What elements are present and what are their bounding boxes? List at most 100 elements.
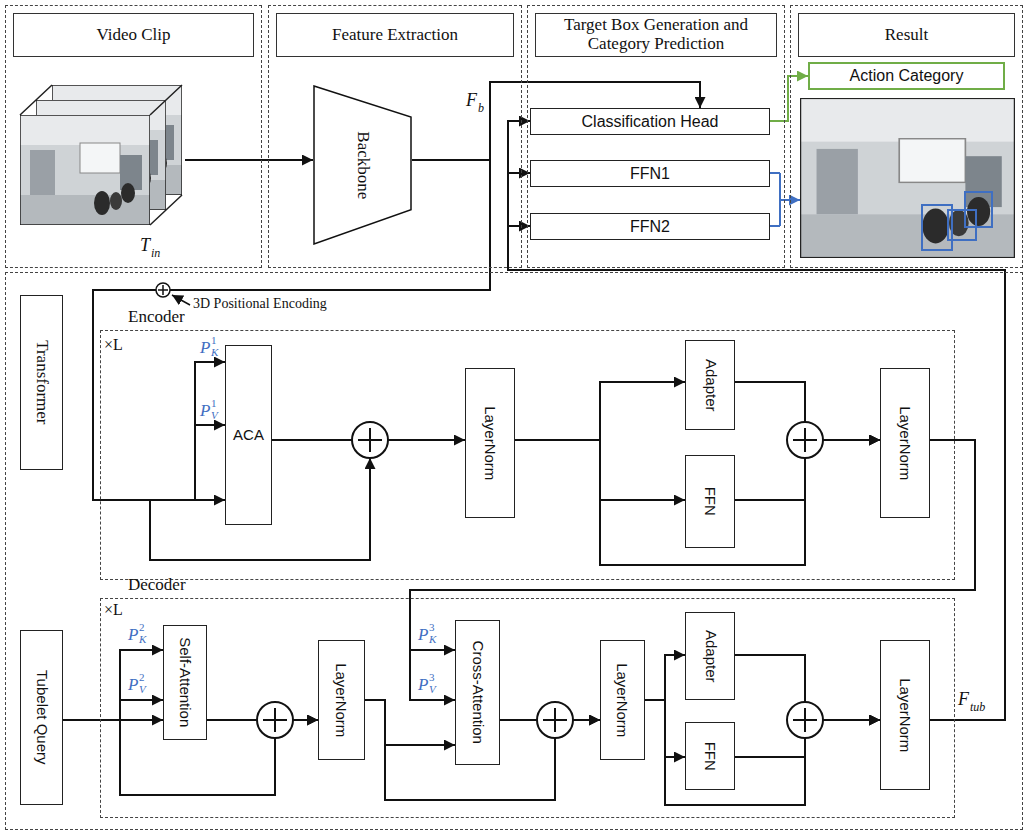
math-superscript: 2: [139, 672, 145, 683]
stage-panel: Classification HeadFFN1FFN2 Target Box Ge…: [527, 5, 785, 268]
connector: [515, 382, 685, 440]
stage-panel: Backbone Feature Extraction: [268, 5, 522, 268]
norm-box: LayerNorm: [465, 368, 515, 518]
attention-box: Cross-Attention: [455, 620, 500, 765]
stage-panel: Video Clip: [5, 5, 262, 268]
math-subscript: K: [139, 634, 146, 645]
math-symbol: T: [140, 236, 150, 254]
head-box: Classification Head: [530, 108, 770, 135]
node-text: Cross-Attention: [469, 641, 486, 744]
panel-heading: Feature Extraction: [276, 13, 514, 57]
head-box: FFN2: [530, 213, 770, 240]
transformer-panel: ACALayerNormAdapterFFNLayerNormEncoderSe…: [5, 272, 1023, 830]
node-text: Adapter: [702, 359, 719, 412]
node-text: Tubelet Query: [33, 670, 50, 765]
node-text: LayerNorm: [614, 663, 631, 737]
kv-wire: [120, 650, 163, 720]
node-text: LayerNorm: [482, 406, 499, 480]
node-text: LayerNorm: [897, 678, 914, 752]
head-box: FFN1: [530, 160, 770, 187]
math-subscript: V: [211, 410, 218, 421]
node-text: Classification Head: [582, 113, 719, 131]
video-frames: [20, 85, 182, 225]
math-symbol: P: [418, 676, 428, 693]
kv-arrow: [205, 424, 225, 426]
math-subscript: in: [151, 247, 160, 259]
node-text: Action Category: [850, 67, 964, 85]
connector: [365, 700, 455, 745]
math-subscript: V: [139, 684, 146, 695]
math-superscript: 1: [211, 335, 217, 346]
math-symbol: P: [200, 339, 210, 356]
node-text: FFN: [702, 487, 719, 516]
math-symbol: F: [466, 91, 477, 109]
node-text: FFN1: [630, 165, 670, 183]
block-heading: Encoder: [128, 308, 185, 327]
math-superscript: 1: [211, 398, 217, 409]
ffn-box: FFN: [685, 722, 735, 790]
adapter-box: Adapter: [685, 340, 735, 430]
math-superscript: 2: [139, 622, 145, 633]
trapezoid-shape: [314, 86, 411, 244]
ffn-box: FFN: [685, 455, 735, 548]
math-subscript: b: [478, 102, 484, 114]
panel-heading: Target Box Generation and Category Predi…: [535, 13, 777, 57]
connector: [645, 700, 880, 805]
stage-panel: Action Category Result: [790, 5, 1023, 268]
math-symbol: P: [200, 402, 210, 419]
kv-arrow: [410, 649, 455, 651]
repeat-count: ×L: [104, 602, 123, 618]
math-subscript: K: [211, 347, 218, 358]
connector: [770, 76, 808, 121]
output-box: Action Category: [808, 62, 1005, 90]
connector: [515, 440, 880, 565]
node-text: Self-Attention: [177, 637, 194, 727]
panel-heading: Video Clip: [13, 13, 254, 57]
node-text: ACA: [233, 427, 264, 444]
math-symbol: P: [128, 626, 138, 643]
attention-box: ACA: [225, 345, 272, 525]
kv-arrow: [205, 361, 225, 363]
math-symbol: F: [958, 690, 969, 708]
node-text: LayerNorm: [897, 406, 914, 480]
node-text: Adapter: [702, 630, 719, 683]
node-text: Backbone: [353, 131, 372, 199]
annotation: 3D Positional Encoding: [193, 297, 327, 311]
adapter-box: Adapter: [685, 612, 735, 700]
repeat-count: ×L: [104, 337, 123, 353]
panel-heading: Result: [798, 13, 1015, 57]
result-image: [800, 98, 1015, 258]
math-subscript: K: [429, 634, 436, 645]
connector: [508, 226, 1005, 720]
input-arrow: [185, 159, 313, 161]
kv-arrow: [150, 649, 163, 651]
block-heading: Decoder: [128, 576, 186, 595]
kv-arrow: [150, 699, 163, 701]
node-text: Transformer: [32, 340, 51, 424]
math-subscript: V: [429, 684, 436, 695]
connector: [645, 655, 685, 700]
attention-box: Self-Attention: [163, 625, 207, 740]
norm-box: LayerNorm: [600, 640, 645, 760]
kv-wire: [195, 362, 225, 500]
query-box: Tubelet Query: [20, 630, 63, 805]
decoder-block: Self-Attention LayerNorm Cross-Attention La…: [100, 598, 955, 818]
norm-box: LayerNorm: [880, 640, 930, 790]
node-text: FFN2: [630, 218, 670, 236]
box-output-wire: [770, 173, 780, 226]
norm-box: LayerNorm: [318, 640, 365, 760]
label-box: Transformer: [20, 295, 63, 470]
connector: [508, 121, 1005, 720]
backbone-trapezoid: Backbone: [313, 85, 412, 245]
node-text: LayerNorm: [333, 663, 350, 737]
math-symbol: P: [418, 626, 428, 643]
node-text: FFN: [702, 741, 719, 770]
math-symbol: P: [128, 676, 138, 693]
math-subscript: tub: [970, 701, 985, 713]
norm-box: LayerNorm: [880, 368, 930, 518]
connector: [508, 173, 1005, 720]
encoder-block: ACALayerNormAdapterFFNLayerNormEncoder: [100, 330, 955, 580]
encoding-arrow: [172, 295, 190, 305]
math-superscript: 3: [429, 622, 435, 633]
math-superscript: 3: [429, 672, 435, 683]
